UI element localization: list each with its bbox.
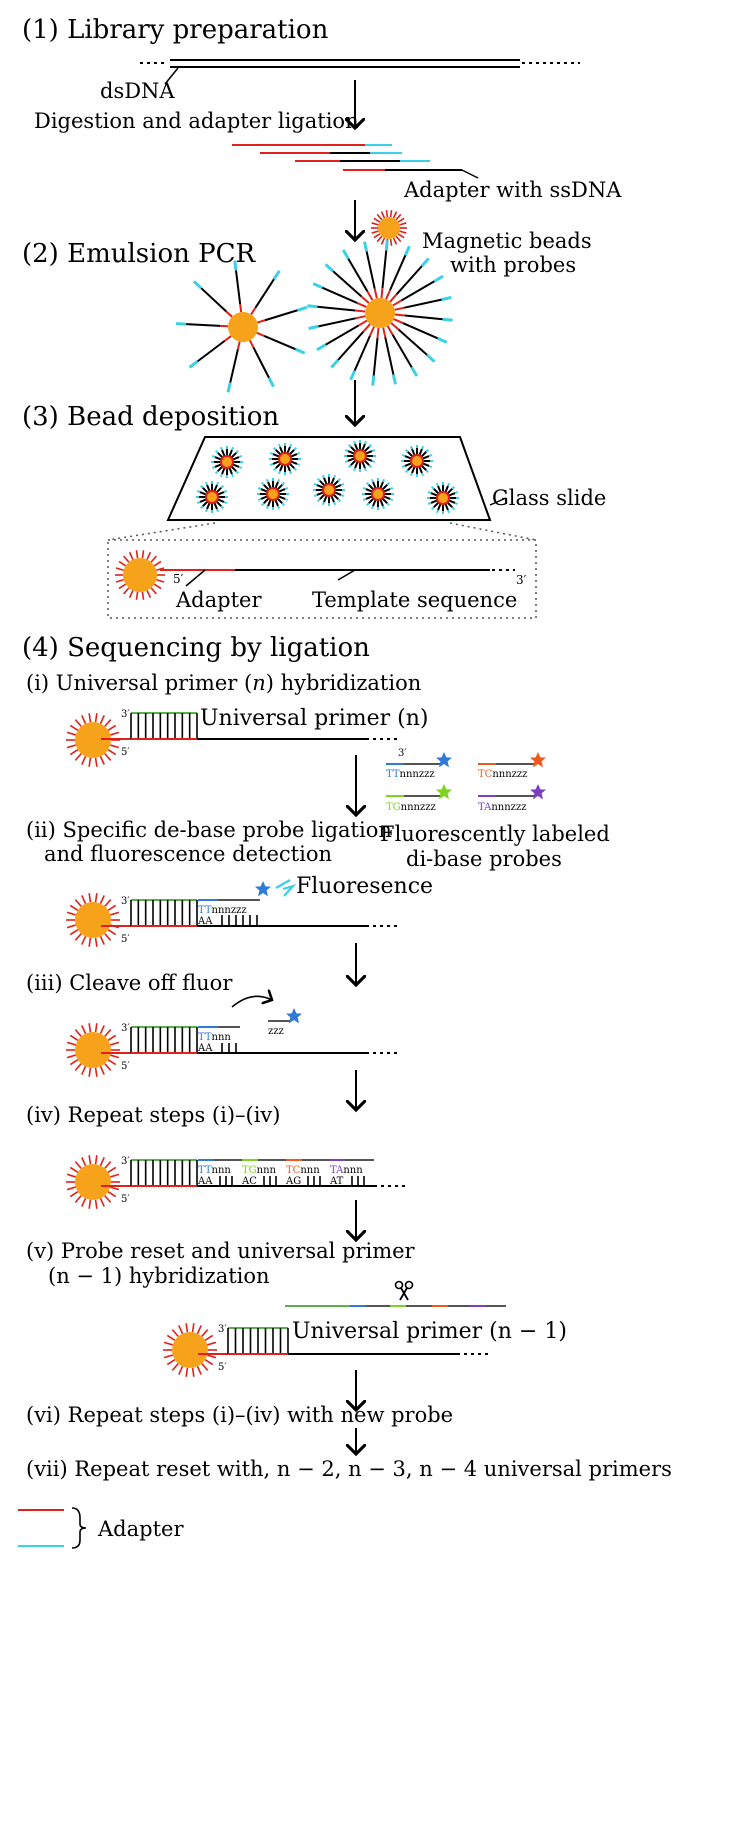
duplex-step-iv: 3′ 5′ — [101, 1156, 407, 1205]
probes-label-line2: di-base probes — [406, 847, 562, 871]
svg-text:TAnnn: TAnnn — [330, 1165, 363, 1176]
beads-label-line1: Magnetic beads — [422, 229, 592, 253]
probe-ta: TAnnnzzz — [478, 784, 546, 813]
three-prime-label: 3′ — [516, 573, 527, 587]
star-icon — [436, 752, 452, 768]
svg-text:TTnnnzzz: TTnnnzzz — [386, 769, 435, 780]
star-icon — [530, 784, 546, 800]
legend-adapter-label: Adapter — [97, 1517, 184, 1541]
magnetic-bead-icon — [371, 210, 407, 246]
bead-step-iv — [66, 1155, 120, 1209]
step-v-line2: (n − 1) hybridization — [48, 1264, 270, 1288]
svg-text:AT: AT — [329, 1176, 344, 1187]
step-iv-title: (iv) Repeat steps (i)–(iv) — [26, 1103, 281, 1127]
section-title-sequencing: (4) Sequencing by ligation — [22, 633, 370, 663]
brace-icon — [71, 1507, 87, 1549]
svg-text:3′: 3′ — [121, 709, 130, 720]
svg-text:TTnnn: TTnnn — [198, 1032, 231, 1043]
five-prime-label: 5′ — [173, 572, 184, 586]
star-icon — [436, 784, 452, 800]
bead-step-ii — [66, 893, 120, 947]
duplex-step-i: 3′ 5′ — [101, 709, 399, 758]
svg-text:TCnnn: TCnnn — [286, 1165, 320, 1176]
svg-text:TGnnnzzz: TGnnnzzz — [386, 802, 436, 813]
star-icon — [255, 881, 271, 897]
svg-text:5′: 5′ — [121, 1061, 130, 1072]
bead-with-probes-large — [307, 240, 453, 386]
star-icon — [530, 752, 546, 768]
probe-tt: 3′ TTnnnzzz — [386, 748, 452, 780]
svg-text:zzz: zzz — [268, 1026, 284, 1037]
step-vii-title: (vii) Repeat reset with, n − 2, n − 3, n… — [26, 1457, 672, 1481]
digested-fragments — [232, 144, 479, 179]
bead-template-strand — [160, 569, 515, 587]
svg-text:3′: 3′ — [398, 748, 407, 759]
svg-text:TGnnn: TGnnn — [242, 1165, 277, 1176]
bead-detail — [115, 550, 165, 600]
bead-step-v — [163, 1323, 217, 1377]
svg-text:3′: 3′ — [121, 1023, 130, 1034]
svg-text:3′: 3′ — [218, 1324, 227, 1335]
probe-ligated-ii: TTnnnzzz AA — [197, 879, 297, 927]
svg-text:AA: AA — [197, 1176, 213, 1187]
adapter-legend — [18, 1507, 87, 1549]
dsdna-label: dsDNA — [100, 79, 175, 103]
section-title-library: (1) Library preparation — [22, 15, 329, 45]
zoom-callout — [107, 522, 537, 619]
fluorescence-label: Fluoresence — [296, 874, 433, 899]
glass-slide-label: Glass slide — [492, 486, 606, 510]
svg-text:5′: 5′ — [121, 1194, 130, 1205]
universal-primer-n-minus-1-label: Universal primer (n − 1) — [292, 1319, 567, 1344]
probe-tc: TCnnnzzz — [478, 752, 546, 780]
duplex-step-ii: 3′ 5′ — [101, 896, 399, 945]
svg-text:TAnnnzzz: TAnnnzzz — [478, 802, 527, 813]
deposited-beads — [196, 440, 459, 514]
svg-text:5′: 5′ — [218, 1362, 227, 1373]
svg-text:5′: 5′ — [121, 747, 130, 758]
svg-text:TTnnn: TTnnn — [198, 1165, 231, 1176]
svg-text:5′: 5′ — [121, 934, 130, 945]
svg-text:TTnnnzzz: TTnnnzzz — [198, 905, 247, 916]
bead-step-iii — [66, 1023, 120, 1077]
fluorescence-glow-icon — [275, 879, 297, 897]
svg-text:3′: 3′ — [121, 1156, 130, 1167]
svg-text:AA: AA — [197, 916, 213, 927]
section-title-emulsion: (2) Emulsion PCR — [22, 239, 256, 269]
probes-label-line1: Fluorescently labeled — [380, 822, 610, 846]
step-vi-title: (vi) Repeat steps (i)–(iv) with new prob… — [26, 1403, 453, 1427]
probe-tg: TGnnnzzz — [386, 784, 452, 813]
step-v-line1: (v) Probe reset and universal primer — [26, 1239, 416, 1263]
step-ii-line1: (ii) Specific de-base probe ligation — [26, 818, 392, 842]
curved-arrow-icon — [231, 996, 272, 1008]
adapter-ssdna-label: Adapter with ssDNA — [403, 178, 622, 202]
svg-text:AC: AC — [241, 1176, 257, 1187]
template-sequence-label: Template sequence — [312, 588, 517, 612]
svg-text:AG: AG — [285, 1176, 301, 1187]
adapter-label: Adapter — [175, 588, 262, 612]
svg-text:TCnnnzzz: TCnnnzzz — [478, 769, 527, 780]
digestion-label: Digestion and adapter ligation — [34, 109, 359, 133]
step-i-title: (i) Universal primer (n) hybridization — [26, 671, 421, 695]
universal-primer-n-label: Universal primer (n) — [200, 706, 429, 731]
step-iii-title: (iii) Cleave off fluor — [26, 971, 233, 995]
duplex-step-v: 3′ 5′ — [198, 1324, 490, 1373]
bead-with-probes-small — [176, 260, 308, 393]
svg-text:3′: 3′ — [121, 896, 130, 907]
probe-cleaved-iii: TTnnn AA zzz — [197, 996, 302, 1054]
svg-text:AA: AA — [197, 1043, 213, 1054]
scissors-icon — [394, 1280, 414, 1301]
dsdna-strands — [140, 59, 580, 85]
duplex-step-iii: 3′ 5′ — [101, 1023, 399, 1072]
section-title-deposition: (3) Bead deposition — [22, 402, 279, 432]
beads-label-line2: with probes — [450, 253, 576, 277]
step-ii-line2: and fluorescence detection — [44, 842, 332, 866]
